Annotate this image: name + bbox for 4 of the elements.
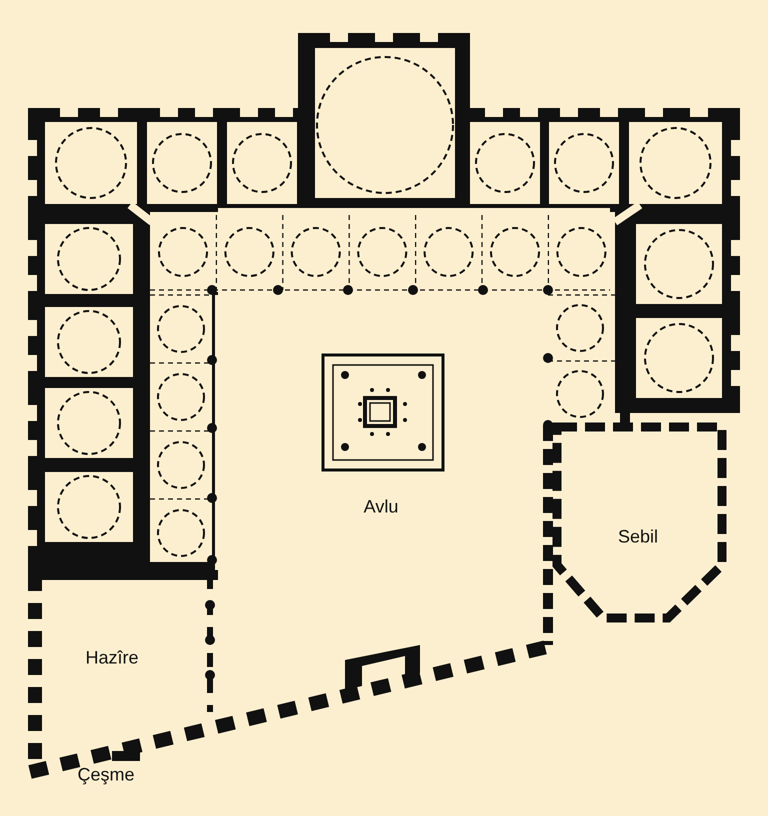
fountain-label: Çeşme bbox=[78, 764, 134, 786]
room-label: Sebil bbox=[618, 526, 658, 548]
room-label: Avlu bbox=[364, 496, 398, 518]
room-label: Hazîre bbox=[86, 648, 138, 668]
